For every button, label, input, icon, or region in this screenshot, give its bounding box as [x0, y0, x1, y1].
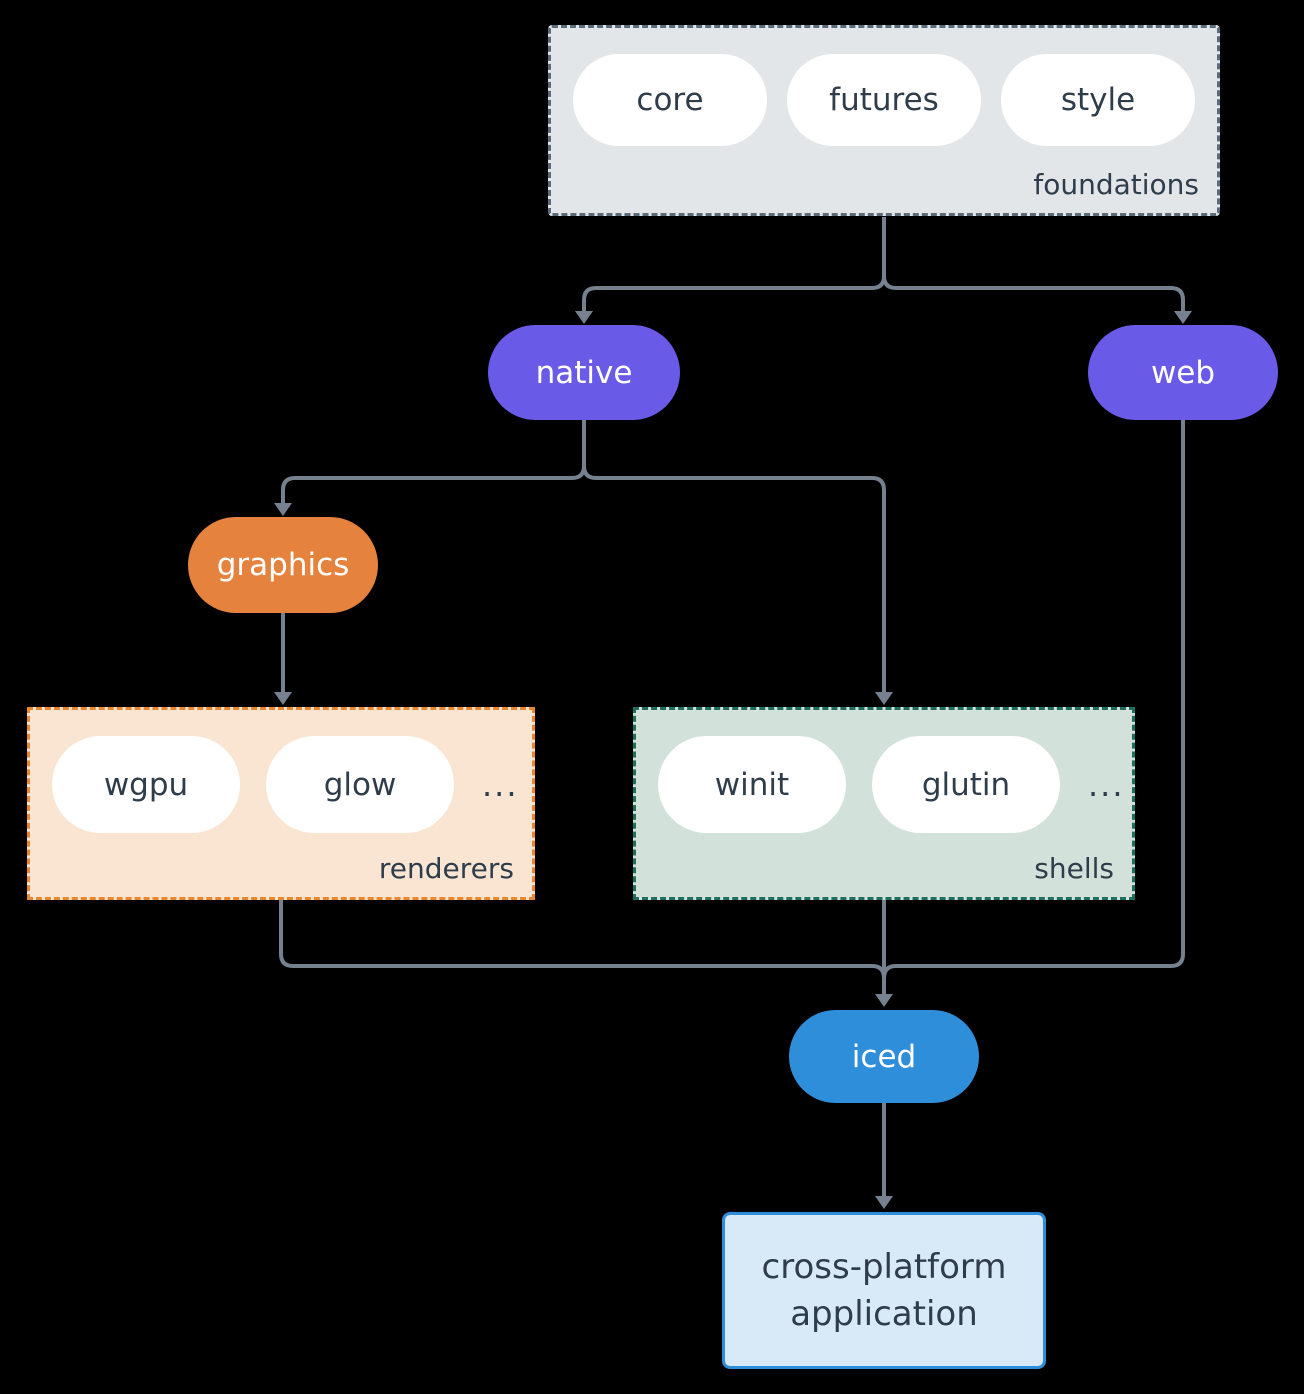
renderers-pill-row: wgpu glow ... [30, 710, 532, 833]
shells-ellipsis: ... [1088, 765, 1125, 804]
application-label-line2: application [790, 1293, 978, 1334]
application-label-line1: cross-platform [761, 1246, 1007, 1287]
node-futures: futures [787, 54, 981, 146]
shells-pill-row: winit glutin ... [636, 710, 1132, 833]
arrowhead-iced [875, 994, 893, 1007]
foundations-group: core futures style foundations [548, 25, 1220, 216]
shells-label: shells [1034, 852, 1114, 885]
node-glow: glow [266, 736, 454, 833]
application-node: cross-platform application [722, 1212, 1046, 1369]
edge-foundations-native [582, 217, 886, 311]
edge-renderers-iced [279, 900, 886, 979]
foundations-pill-row: core futures style [551, 54, 1217, 146]
arrowhead-web [1174, 311, 1192, 324]
node-style: style [1001, 54, 1195, 146]
renderers-group: wgpu glow ... renderers [27, 707, 535, 900]
renderers-ellipsis: ... [482, 765, 519, 804]
arrowhead-application [875, 1196, 893, 1209]
edge-foundations-web [882, 217, 1185, 311]
node-wgpu: wgpu [52, 736, 240, 833]
arrowhead-graphics [274, 503, 292, 516]
node-core: core [573, 54, 767, 146]
renderers-label: renderers [378, 852, 514, 885]
edge-native-shells [582, 420, 886, 692]
node-native: native [488, 325, 680, 420]
arrowhead-shells [875, 692, 893, 705]
arrowhead-native [575, 311, 593, 324]
node-iced: iced [789, 1010, 979, 1103]
arrowhead-renderers [274, 692, 292, 705]
node-glutin: glutin [872, 736, 1060, 833]
foundations-label: foundations [1033, 168, 1199, 201]
node-graphics: graphics [188, 517, 378, 613]
node-winit: winit [658, 736, 846, 833]
node-web: web [1088, 325, 1278, 420]
edge-native-graphics [281, 420, 586, 503]
shells-group: winit glutin ... shells [633, 707, 1135, 900]
